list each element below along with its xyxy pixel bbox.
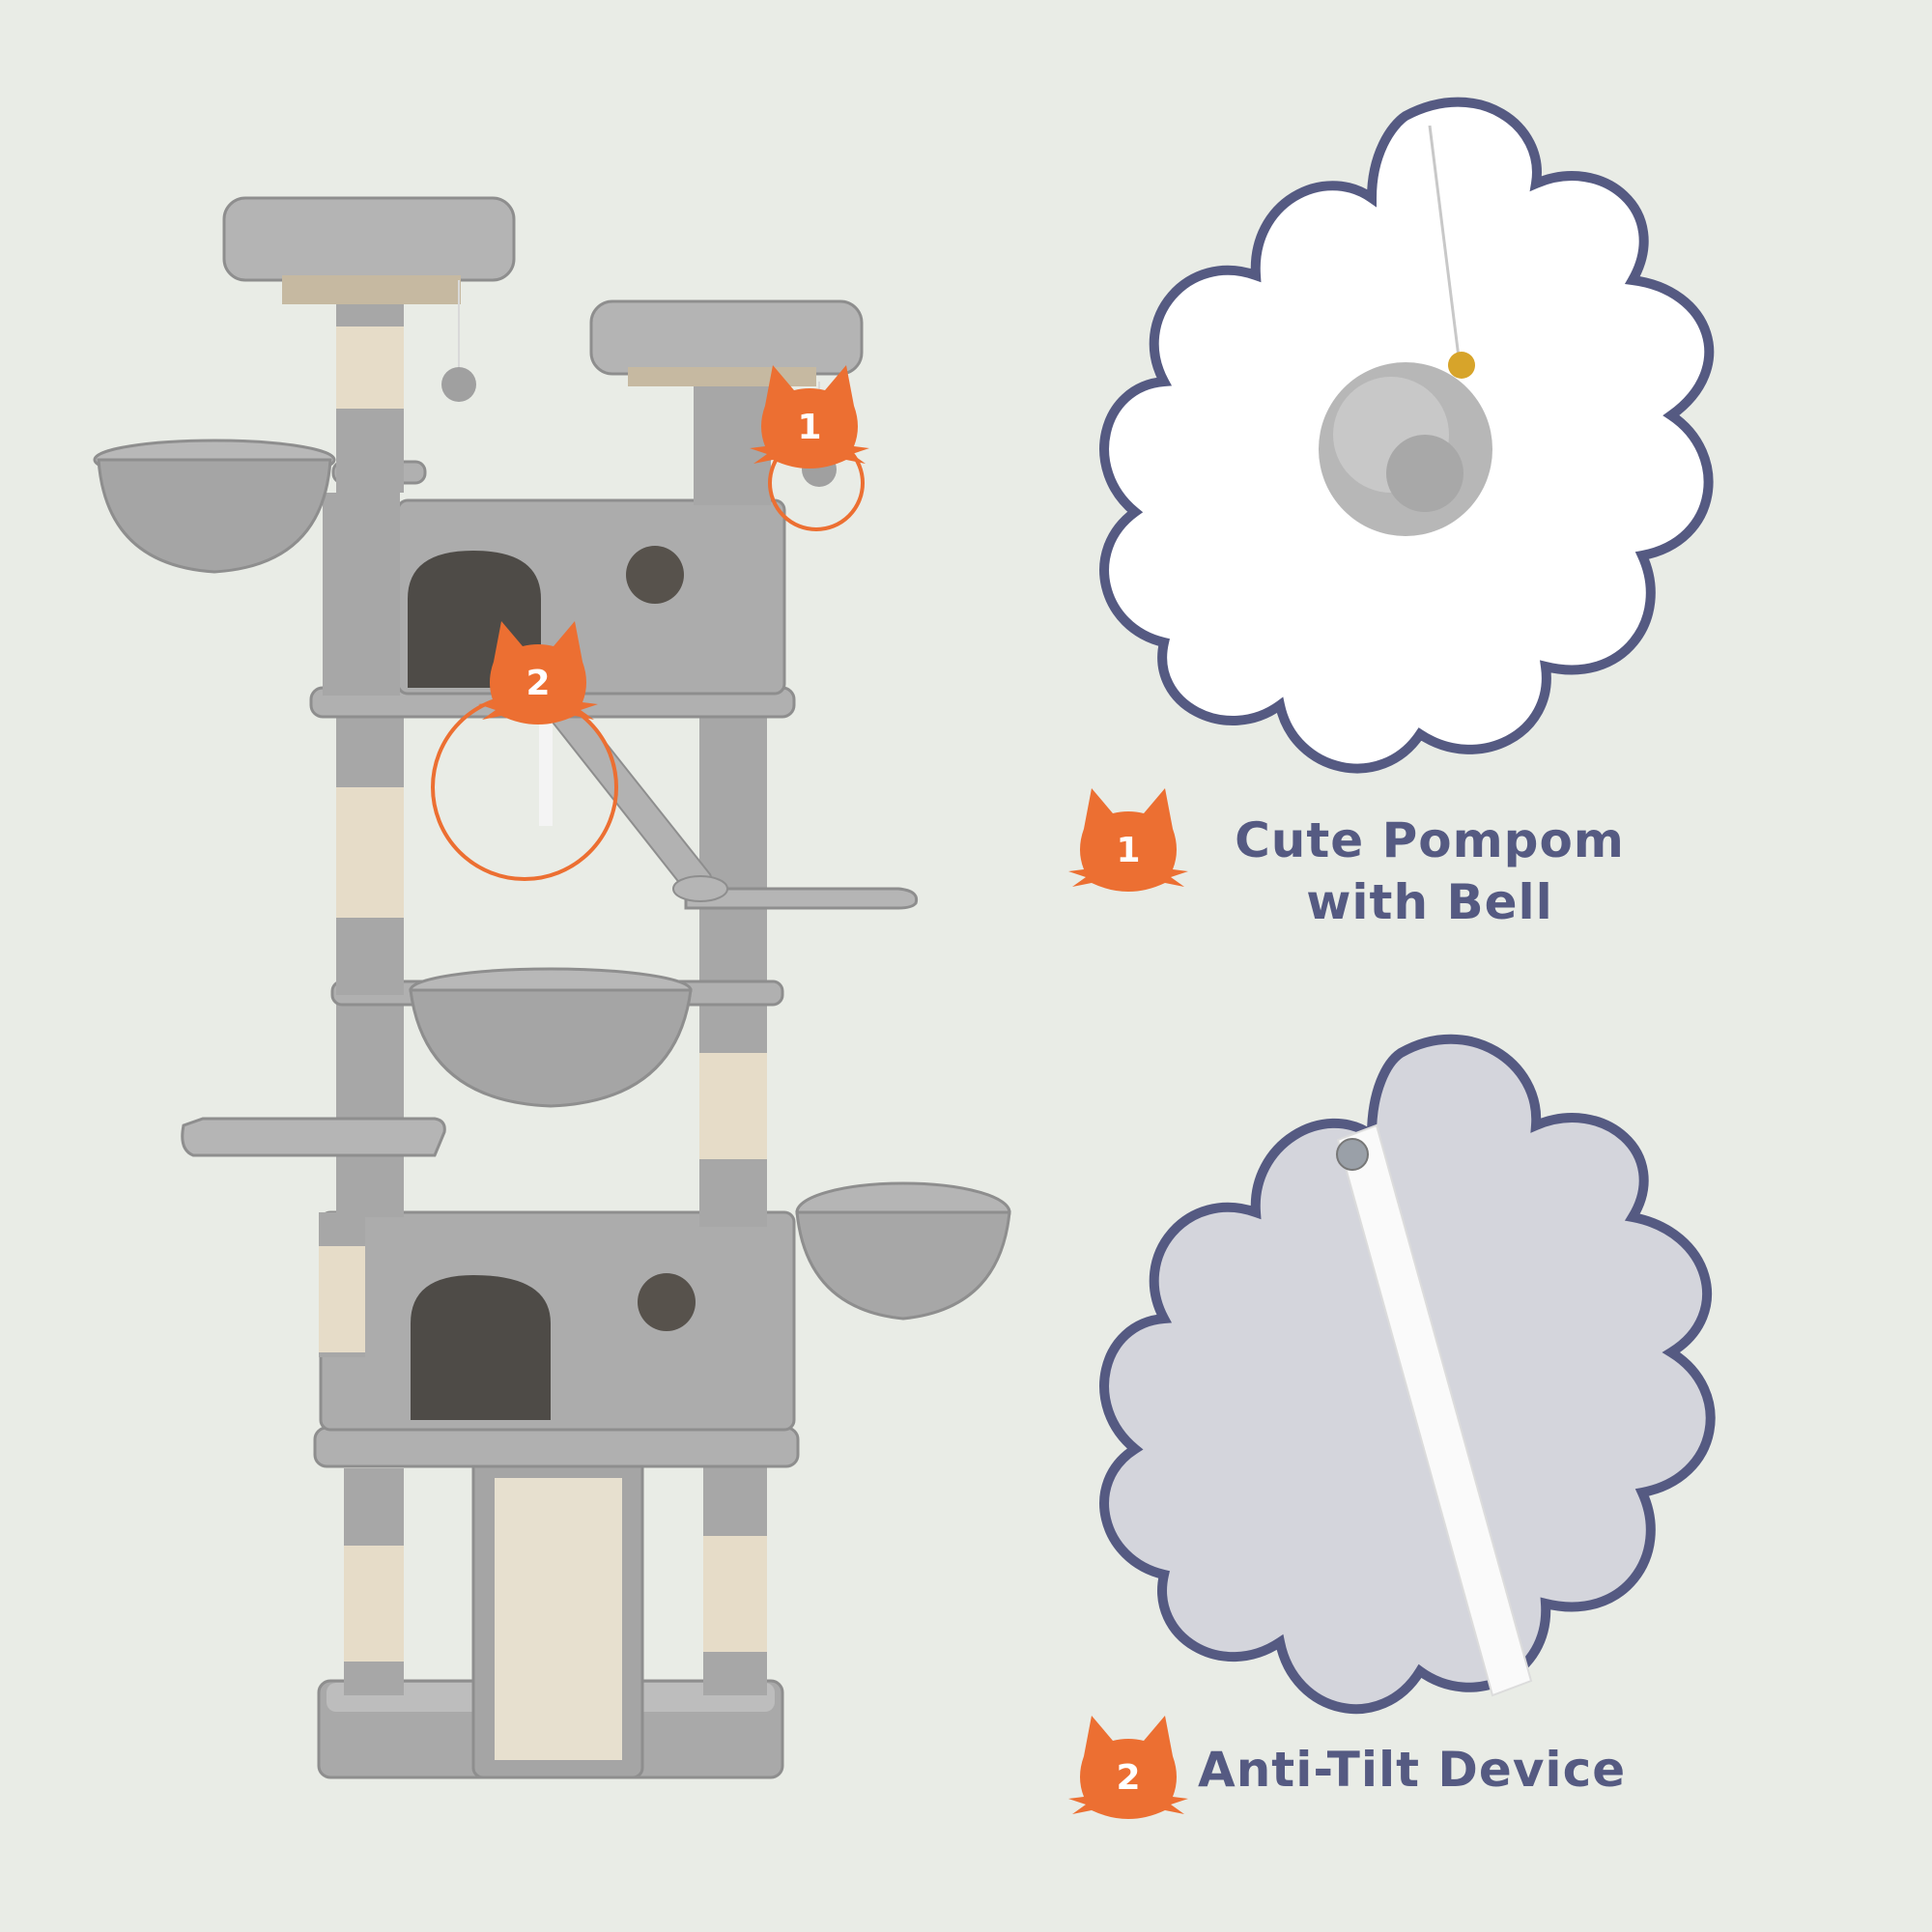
feature-2-caption: Anti-Tilt Device <box>1198 1742 1627 1798</box>
feature-1-number: 1 <box>1116 831 1140 870</box>
marker-2-number: 2 <box>526 664 550 703</box>
feature-1-title-line1: Cute Pompom <box>1235 812 1625 868</box>
cat-tree-image <box>93 196 1011 1779</box>
feature-1-title-line2: with Bell <box>1306 874 1553 930</box>
feature-2-badge: 2 <box>1068 1716 1188 1819</box>
feature-1-caption: Cute Pompom with Bell <box>1198 810 1662 933</box>
marker-1-badge: 1 <box>750 365 869 469</box>
feature-1-badge: 1 <box>1068 788 1188 892</box>
feature-2-number: 2 <box>1116 1758 1140 1798</box>
marker-2-badge: 2 <box>478 621 598 724</box>
strap-closeup-frame <box>1099 1034 1716 1715</box>
marker-1-number: 1 <box>797 408 821 447</box>
pompom-closeup-frame <box>1099 97 1715 774</box>
